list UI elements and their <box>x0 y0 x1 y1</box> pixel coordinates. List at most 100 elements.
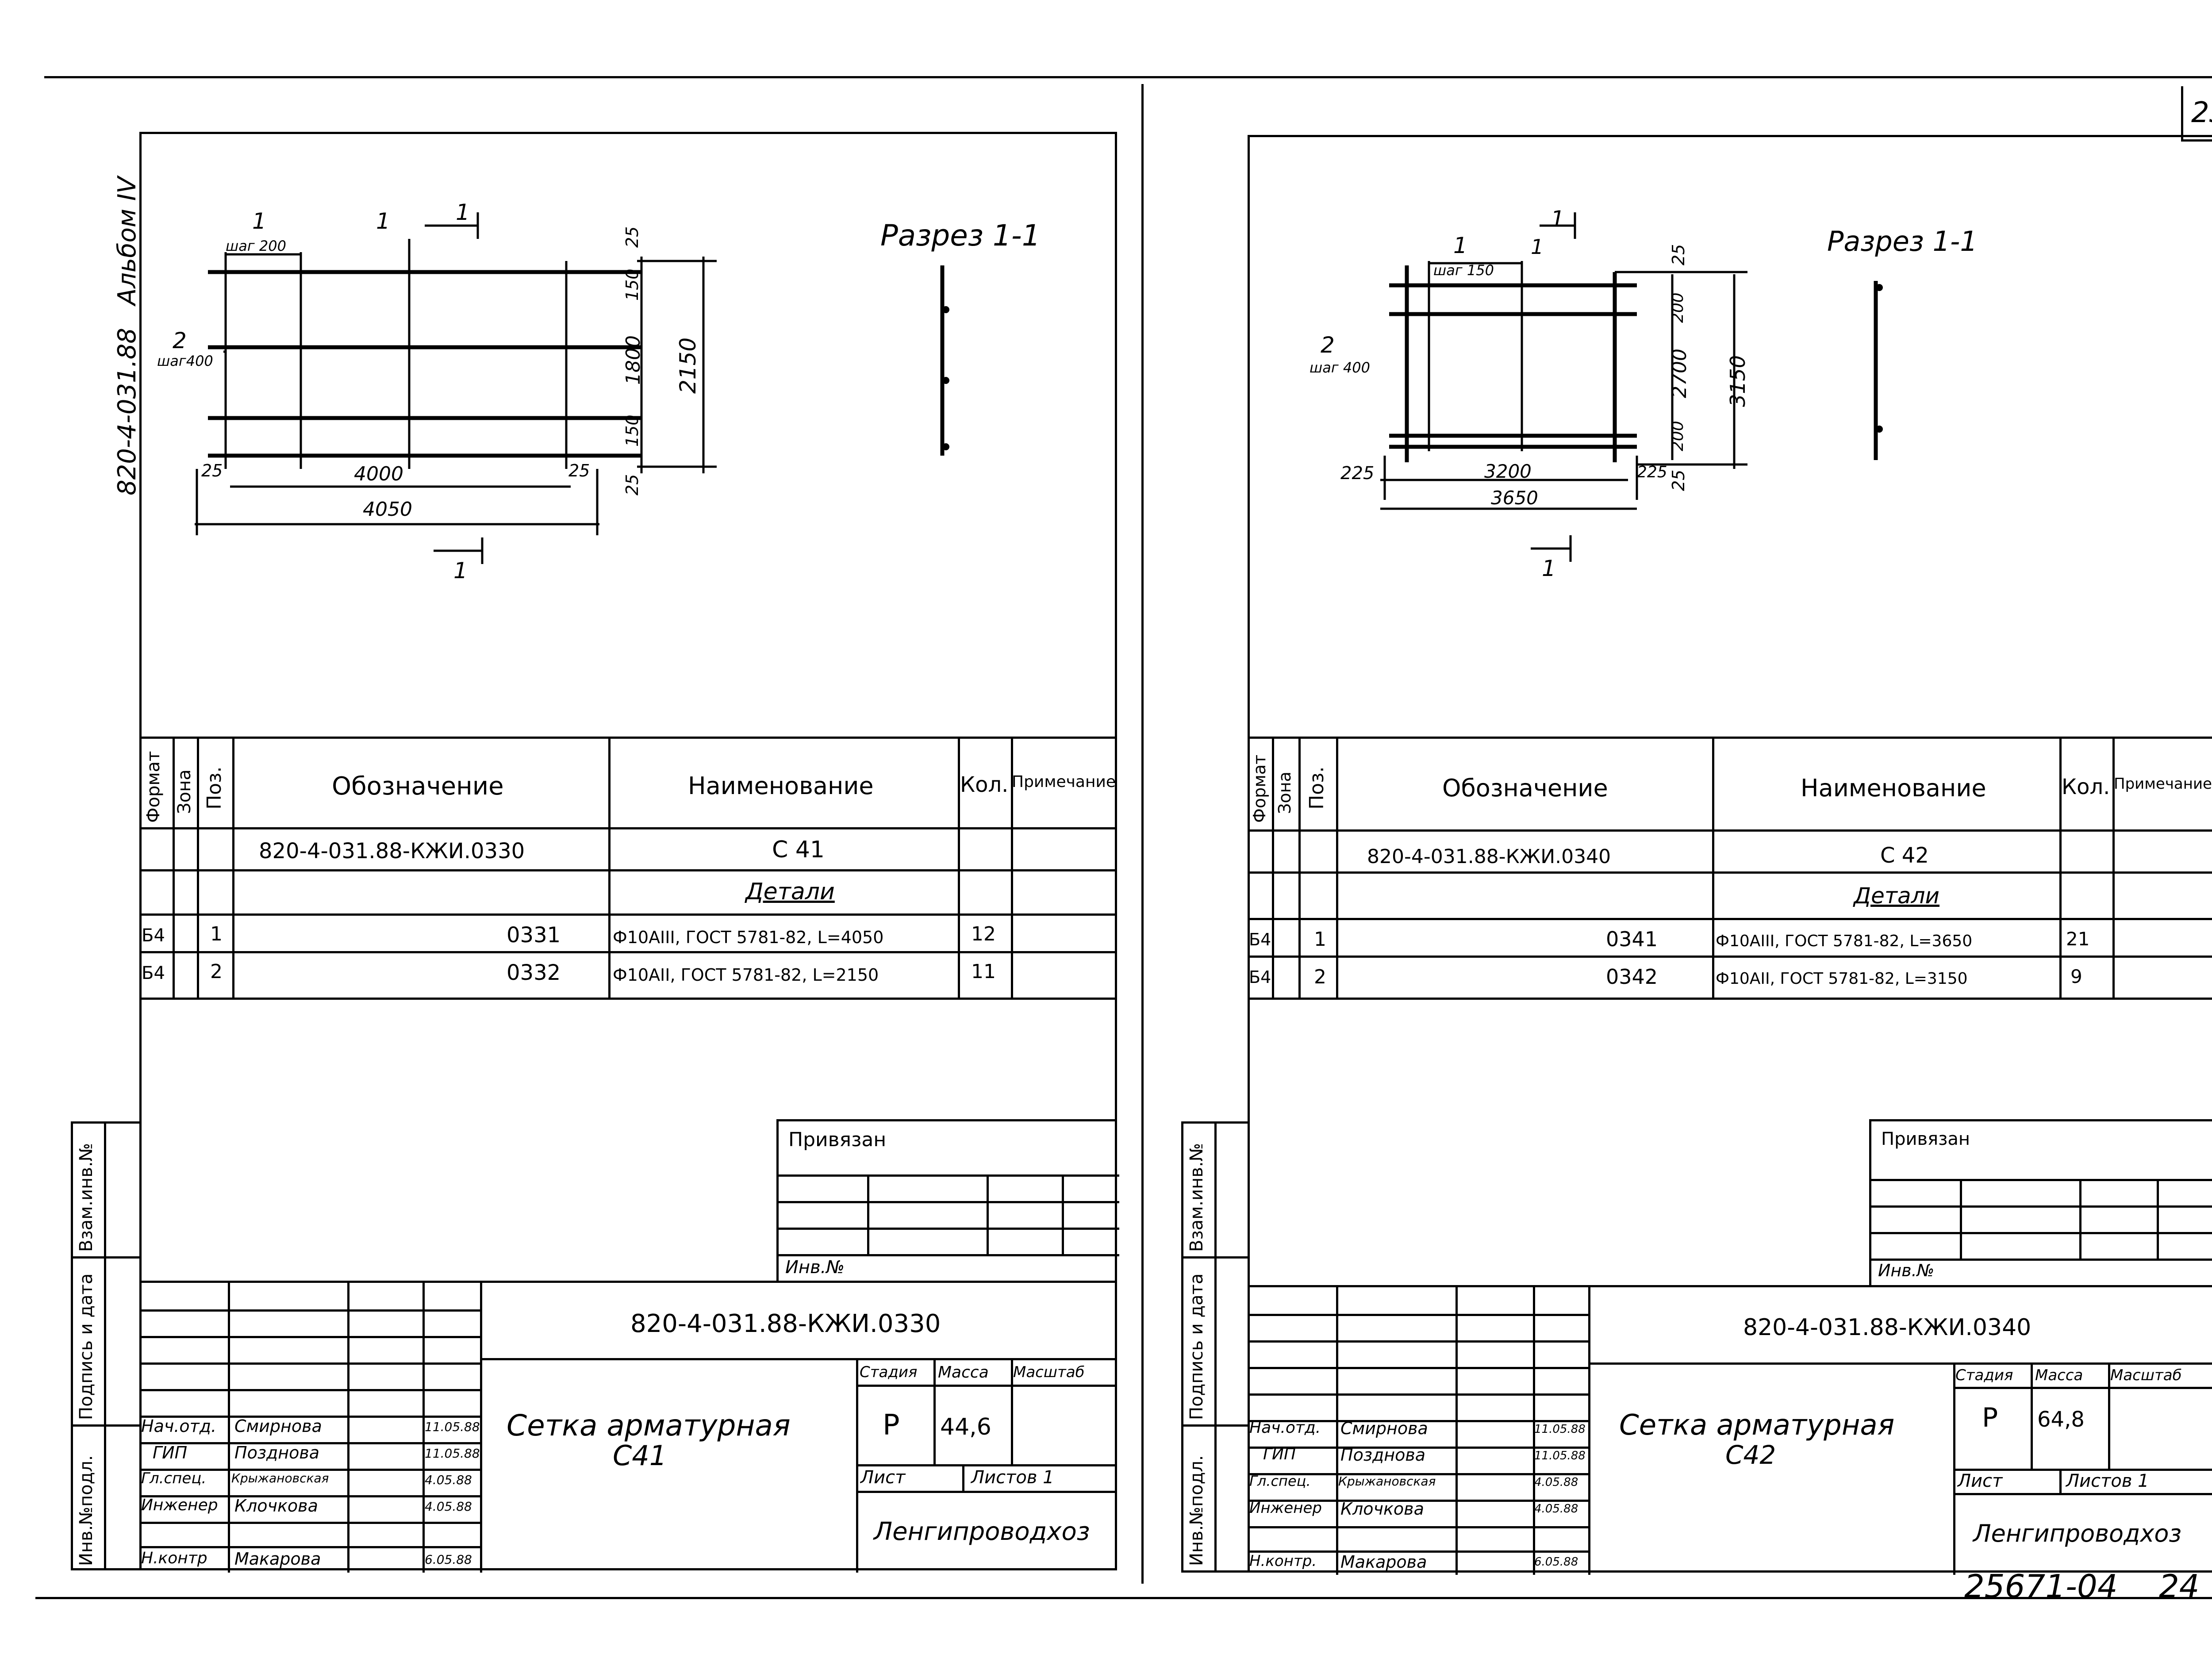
sheet-1-row2-pos: 2 <box>210 960 223 983</box>
sheet-1-row2-qty: 11 <box>971 960 996 983</box>
sheet-1-pos1b: 1 <box>376 208 390 234</box>
sheet-1-details: Детали <box>745 879 835 905</box>
sheet-2-h-note: Примечание <box>2114 775 2212 793</box>
sheet-2-h-top: 25 <box>1669 244 1688 265</box>
sheet-1-tb-masshtab-h: Масштаб <box>1013 1363 1085 1381</box>
sheet-2-pos1: 1 <box>1453 233 1467 258</box>
sheet-1-tb-subtitle: С41 <box>613 1439 667 1472</box>
sheet-2-name-2: Крыжановская <box>1338 1474 1436 1489</box>
sheet-2-tb-massa: 64,8 <box>2037 1407 2085 1432</box>
sheet-1-tb-massa: 44,6 <box>940 1414 991 1440</box>
sheet-1-edge-l: 25 <box>201 461 223 480</box>
sheet-1-main-name: С 41 <box>772 837 825 863</box>
sheet-1-name-0: Смирнова <box>234 1416 322 1436</box>
sheet-1-cut-bottom: 1 <box>453 558 468 583</box>
sheet-2-role-4: Н.контр. <box>1249 1552 1317 1570</box>
sheet-2-tb-subtitle: С42 <box>1725 1440 1776 1470</box>
sheet-1-step2: шаг400 <box>157 353 213 369</box>
top-border-line <box>44 76 2212 78</box>
sheet-2-privyazan-block: Привязан Инв.№ <box>1869 1119 2212 1285</box>
sheet-2-name-3: Клочкова <box>1340 1499 1424 1519</box>
sheet-2-main-oboz: 820-4-031.88-КЖИ.0340 <box>1367 845 1611 868</box>
sheet-1-w-inner: 4000 <box>354 463 403 485</box>
sheet-2-details: Детали <box>1854 883 1940 909</box>
sheet-1-date-4: 6.05.88 <box>425 1552 472 1567</box>
sheet-1-date-2: 4.05.88 <box>425 1473 472 1487</box>
sheet-2-stamp-column: Взам.инв.№ Подпись и дата Инв.№подл. <box>1181 1121 1250 1573</box>
sheet-2-row2-name: Ф10АII, ГОСТ 5781-82, L=3150 <box>1716 970 1968 988</box>
sheet-2-date-3: 4.05.88 <box>1534 1502 1578 1516</box>
sheet-2-spec-table: Формат Зона Поз. Обозначение Наименовани… <box>1248 737 2212 1000</box>
sheet-2-tb-list: Лист <box>1958 1471 2003 1491</box>
sheet-1-tb-listov: Листов 1 <box>971 1467 1054 1488</box>
sheet-2-h-oboz: Обозначение <box>1442 774 1608 802</box>
sheet-2-privyazan: Привязан <box>1881 1129 1970 1149</box>
sheet-2-date-2: 4.05.88 <box>1534 1476 1578 1489</box>
sheet-2-h-b: 200 <box>1669 421 1687 451</box>
sheet-2-role-1: ГИП <box>1263 1445 1296 1463</box>
sheet-2-h-zone: Зона <box>1275 771 1294 814</box>
sheet-1-h-oboz: Обозначение <box>332 772 504 801</box>
sheet-2-step2: шаг 400 <box>1310 359 1370 376</box>
sheet-1-h-qty: Кол. <box>960 772 1009 797</box>
sheet-2-tb-masshtab-h: Масштаб <box>2110 1366 2182 1384</box>
sheet-2-main-name: С 42 <box>1880 843 1929 868</box>
sheet-2-name-0: Смирнова <box>1340 1419 1428 1438</box>
page-number-box: 23 <box>2181 86 2212 142</box>
sheet-1-tb-massa-h: Масса <box>938 1363 989 1382</box>
sheet-2-row2-fmt: Б4 <box>1249 967 1271 987</box>
sheet-1-h-note: Примечание <box>1012 773 1116 791</box>
sheet-2-row2-oboz: 0342 <box>1606 965 1658 989</box>
sheet-2-h-bot: 25 <box>1669 469 1688 491</box>
sheet-1-name-2: Крыжановская <box>231 1471 329 1485</box>
sheet-2-h-pos: Поз. <box>1306 766 1328 810</box>
sheet-1-row1-oboz: 0331 <box>507 923 561 948</box>
sheet-2-h-mid: 2700 <box>1668 349 1691 398</box>
sheet-1-stamp-column: Взам.инв.№ Подпись и дата Инв.№подл. <box>71 1121 142 1570</box>
sheet-2-h-a: 200 <box>1669 292 1687 323</box>
sheet-2-step1: шаг 150 <box>1433 262 1494 279</box>
page-number: 23 <box>2191 96 2212 129</box>
sheet-2-w-total: 3650 <box>1491 487 1538 509</box>
sheet-1-inv-no: Инв.№ <box>785 1257 845 1278</box>
sheet-1-date-1: 11.05.88 <box>425 1446 480 1461</box>
sheet-2-cut-top: 1 <box>1551 206 1565 232</box>
sheet-2-row1-pos: 1 <box>1314 928 1326 951</box>
bottom-border-line <box>35 1597 2212 1599</box>
sheet-2-row1-oboz: 0341 <box>1606 927 1658 951</box>
sheet-2-date-4: 6.05.88 <box>1534 1555 1578 1569</box>
sheet-1-tb-org: Ленгипроводхоз <box>874 1517 1090 1546</box>
sheet-1-name-3: Клочкова <box>234 1496 318 1516</box>
sheet-2-role-3: Инженер <box>1249 1499 1322 1517</box>
archive-code: 25671-04 <box>1964 1568 2118 1605</box>
sheet-2-w-inner: 3200 <box>1484 461 1532 482</box>
sheet-2-tb-code: 820-4-031.88-КЖИ.0340 <box>1743 1314 2032 1341</box>
sheet-1-privyazan: Привязан <box>788 1128 887 1151</box>
sheet-2-frame <box>1248 135 2212 1573</box>
sheet-2-edge-r: 225 <box>1637 463 1667 481</box>
sheet-2-name-4: Макарова <box>1340 1552 1427 1572</box>
sheet-1-title-block: 820-4-031.88-КЖИ.0330 Сетка арматурная С… <box>139 1281 1117 1573</box>
sheet-1-role-2: Гл.спец. <box>141 1470 207 1487</box>
sheet-1-section-title: Разрез 1-1 <box>880 219 1041 253</box>
sheet-2-edge-l: 225 <box>1340 463 1375 484</box>
archive-sheet: 24 <box>2159 1568 2200 1605</box>
sheet-1-tb-stadia: Р <box>883 1409 900 1442</box>
sheet-2-date-0: 11.05.88 <box>1534 1423 1586 1436</box>
sheet-1-row2-oboz: 0332 <box>507 960 561 985</box>
sheet-2-pos1b: 1 <box>1531 235 1544 259</box>
sheet-1-name-4: Макарова <box>234 1549 321 1569</box>
sheet-2-tb-title: Сетка арматурная <box>1619 1409 1895 1442</box>
sheet-1-main-oboz: 820-4-031.88-КЖИ.0330 <box>259 839 525 863</box>
sheet-2-title-block: 820-4-031.88-КЖИ.0340 Сетка арматурная С… <box>1248 1285 2212 1575</box>
sheet-1-row1-qty: 12 <box>971 923 996 945</box>
sheet-1-pos2: 2 <box>173 328 187 353</box>
sheet-1-name-1: Позднова <box>234 1443 320 1462</box>
sheet-2-tb-massa-h: Масса <box>2035 1366 2083 1384</box>
sheet-1-pos1: 1 <box>252 208 266 234</box>
sheet-2-inv-no: Инв.№ <box>1878 1261 1935 1280</box>
sheet-2-h-format: Формат <box>1250 754 1269 823</box>
sheet-2-tb-stadia-h: Стадия <box>1955 1366 2013 1384</box>
